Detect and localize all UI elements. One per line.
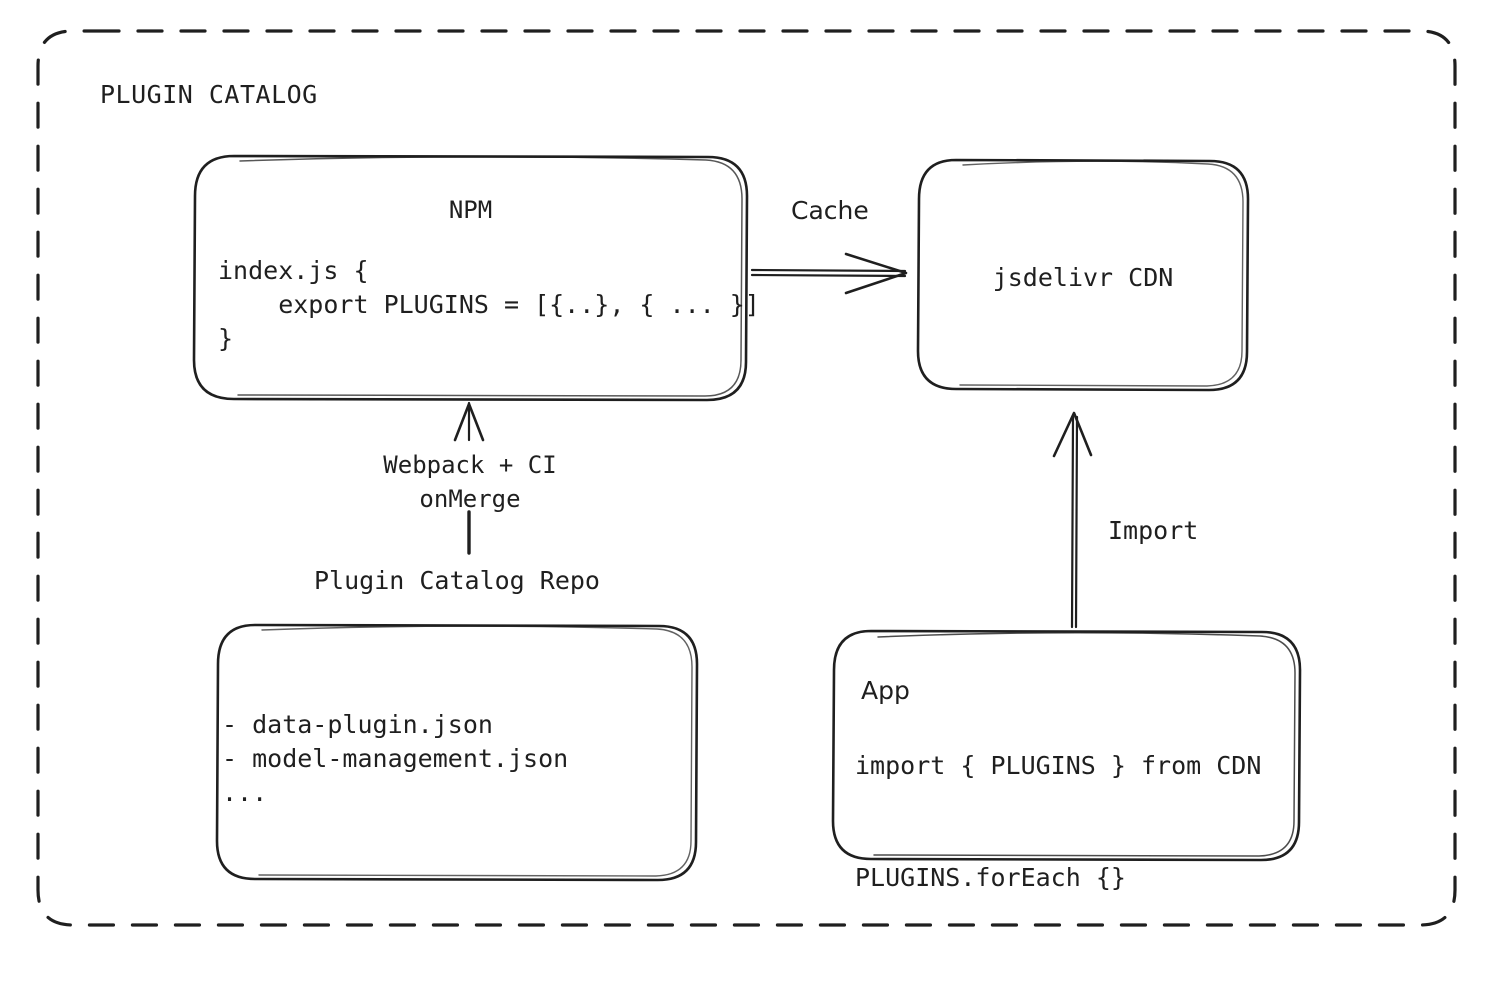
app-node-title: App <box>861 676 910 705</box>
cache-arrow-head <box>844 252 908 295</box>
diagram-title: PLUGIN CATALOG <box>100 80 318 109</box>
build-arrow-head <box>453 402 485 442</box>
cache-arrow-shaft-a <box>750 268 907 273</box>
build-edge-label: Webpack + CI onMerge <box>383 451 557 513</box>
import-edge-label: Import <box>1108 516 1199 545</box>
app-node-code: import { PLUGINS } from CDN PLUGINS.forE… <box>855 751 1262 892</box>
cache-edge-label: Cache <box>791 196 869 225</box>
cdn-node-title: jsdelivr CDN <box>992 263 1174 292</box>
import-arrow-shaft-b <box>1074 415 1079 629</box>
repo-node-title: Plugin Catalog Repo <box>314 566 600 595</box>
import-arrow-shaft-a <box>1070 415 1075 629</box>
cache-arrow-shaft-b <box>750 273 907 278</box>
import-arrow-head <box>1052 411 1093 458</box>
repo-node-file-list: - data-plugin.json - model-management.js… <box>222 710 569 807</box>
npm-node-title: NPM <box>448 196 493 224</box>
npm-node-code: index.js { export PLUGINS = [{..}, { ...… <box>218 256 760 353</box>
